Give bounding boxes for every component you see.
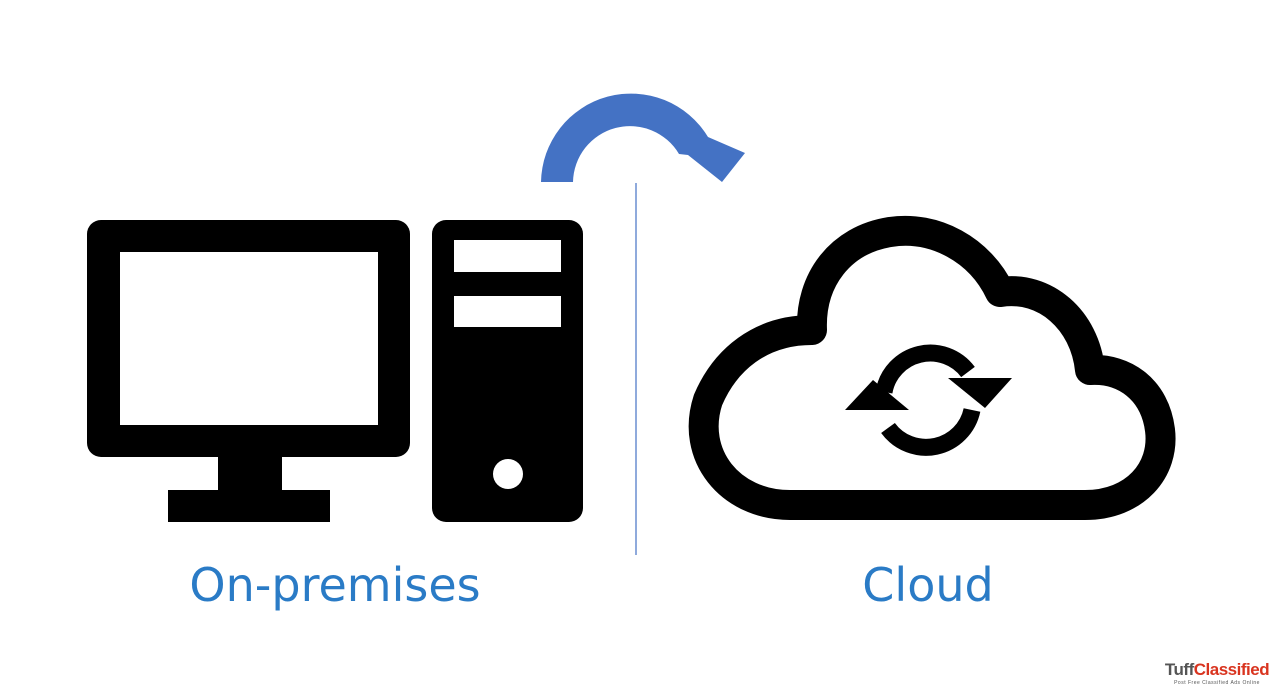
on-premises-label: On-premises	[189, 558, 481, 612]
watermark-brand-part2: Classified	[1193, 660, 1270, 679]
pc-tower-icon	[432, 220, 583, 522]
desktop-monitor-icon	[87, 220, 410, 522]
cloud-label: Cloud	[862, 558, 994, 612]
watermark-tagline: Post Free Classified Ads Online	[1174, 680, 1260, 686]
watermark-logo: TuffClassified Post Free Classified Ads …	[1158, 660, 1276, 686]
cloud-sync-icon	[688, 215, 1176, 520]
curved-arrow-icon	[541, 93, 745, 182]
watermark-brand-part1: Tuff	[1164, 660, 1194, 679]
watermark-brand: TuffClassified	[1158, 660, 1276, 680]
